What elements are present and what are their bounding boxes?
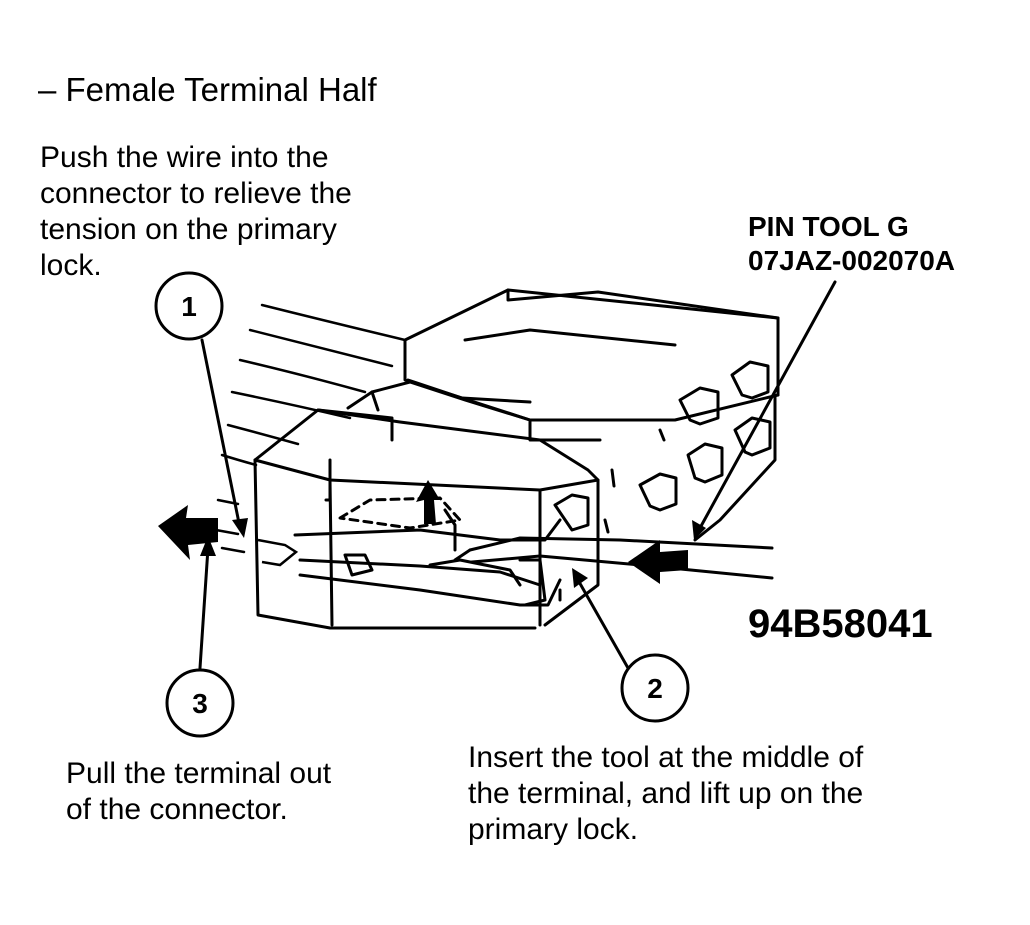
tool-name: PIN TOOL G — [748, 211, 909, 242]
terminal-and-wire — [293, 496, 562, 607]
callout-2-circle — [620, 653, 690, 723]
callout-2: 2 — [620, 653, 690, 723]
step-3-line: of the connector. — [66, 793, 288, 826]
step-1-line: tension on the primary — [40, 213, 337, 246]
step-3-instruction: Pull the terminal out of the connector. — [66, 756, 331, 828]
step-2-line: primary lock. — [468, 813, 639, 846]
tool-leader — [698, 280, 837, 530]
push-arrow-icon — [628, 540, 688, 584]
step-2-line: the terminal, and lift up on the — [468, 777, 864, 810]
step-1-instruction: Push the wire into the connector to reli… — [40, 140, 352, 284]
callout-2-leader — [576, 578, 630, 670]
lift-arrow-icon — [416, 480, 440, 524]
push-wire-arrow-icon — [257, 538, 299, 567]
callout-3: 3 — [165, 668, 235, 738]
step-1-line: lock. — [40, 249, 102, 282]
step-1-line: Push the wire into the — [40, 141, 329, 174]
callout-1-circle — [154, 271, 224, 341]
callout-1-arrowhead — [232, 518, 248, 538]
pin-tool-label: PIN TOOL G 07JAZ-002070A — [748, 210, 955, 278]
callout-1: 1 — [154, 271, 224, 341]
rear-connector-housing — [403, 288, 780, 542]
callout-2-arrowhead — [572, 568, 588, 588]
callout-1-leader — [200, 338, 242, 530]
step-3-line: Pull the terminal out — [66, 757, 332, 790]
step-2-line: Insert the tool at the middle of — [468, 741, 864, 774]
step-1-line: connector to relieve the — [40, 177, 352, 210]
pull-arrow-icon — [158, 505, 218, 560]
figure-code: 94B58041 — [748, 602, 933, 646]
callout-3-circle — [165, 668, 235, 738]
callout-2-number: 2 — [647, 673, 663, 704]
callout-3-arrowhead — [200, 536, 216, 556]
callout-3-number: 3 — [192, 688, 208, 719]
figure-title: – Female Terminal Half — [38, 71, 377, 108]
pin-tool — [453, 536, 774, 580]
step-2-instruction: Insert the tool at the middle of the ter… — [468, 740, 863, 848]
motion-lines — [214, 303, 407, 554]
tool-part-number: 07JAZ-002070A — [748, 245, 956, 276]
tool-arrowhead — [692, 520, 706, 540]
callout-3-leader — [198, 546, 210, 670]
callout-1-number: 1 — [181, 291, 197, 322]
